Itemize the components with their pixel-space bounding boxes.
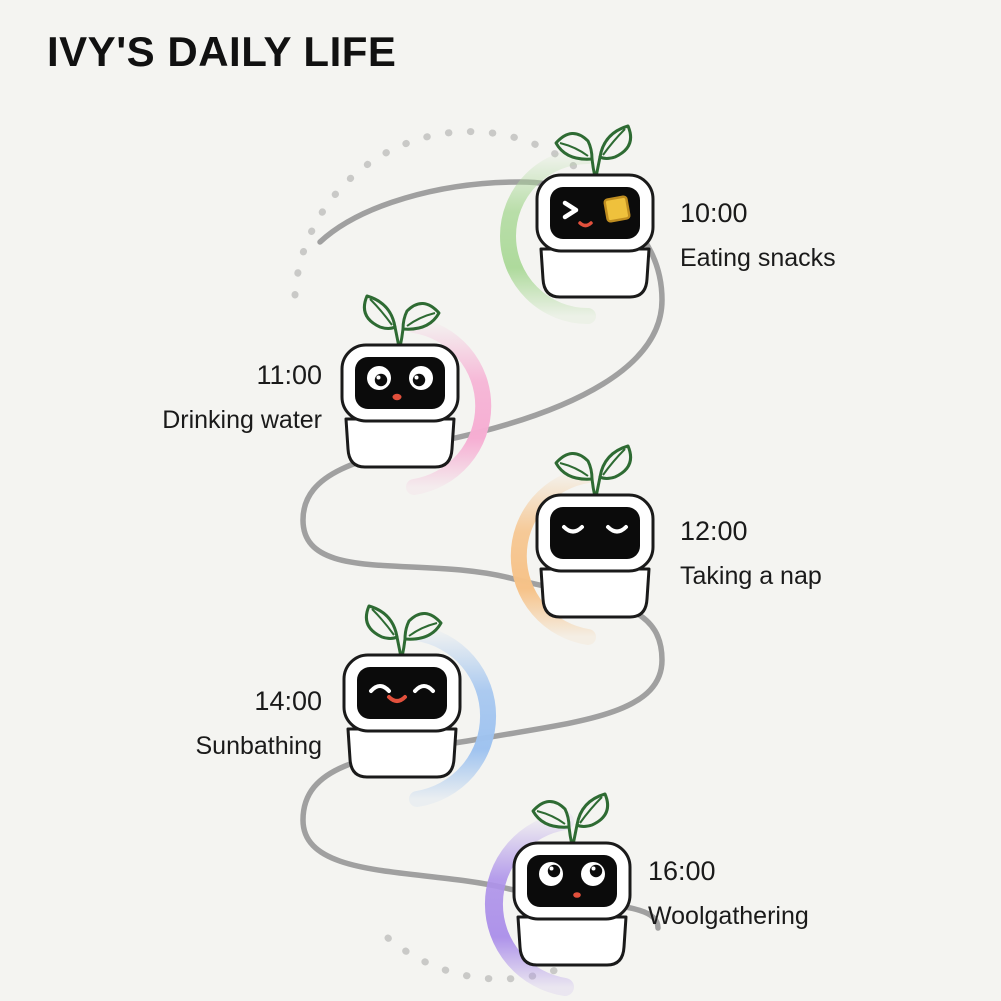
event-activity: Drinking water xyxy=(162,406,322,434)
robot-pot-body xyxy=(342,653,462,779)
robot-pot-body xyxy=(535,173,655,299)
sprout-leaves-icon xyxy=(364,604,443,659)
dotted-arc-top xyxy=(291,128,589,299)
event-label-sunbathing: 14:00 Sunbathing xyxy=(195,688,322,759)
event-time: 12:00 xyxy=(680,516,748,546)
face-winking-snack-icon xyxy=(562,195,631,228)
sprout-leaves-icon xyxy=(531,792,610,847)
event-glow-arc-pink xyxy=(406,317,492,495)
event-activity: Taking a nap xyxy=(680,562,822,590)
event-glow-arc-blue xyxy=(409,625,497,807)
event-time: 10:00 xyxy=(680,198,748,228)
ivy-robot-woolgathering xyxy=(512,792,632,967)
event-glow-arc-green xyxy=(500,148,596,324)
face-wide-eyes-icon xyxy=(367,366,433,401)
robot-pot-body xyxy=(535,493,655,619)
face-sleeping-eyes-icon xyxy=(562,525,628,534)
event-label-drinking-water: 11:00 Drinking water xyxy=(162,362,322,433)
event-label-woolgathering: 16:00 Woolgathering xyxy=(648,858,809,929)
page-title: IVY'S DAILY LIFE xyxy=(47,28,397,75)
event-time: 11:00 xyxy=(256,360,322,390)
robot-pot-body xyxy=(512,841,632,967)
event-activity: Eating snacks xyxy=(680,244,836,272)
ivy-robot-eating-snacks xyxy=(535,124,655,299)
robot-pot-body xyxy=(340,343,460,469)
face-happy-smile-icon xyxy=(369,684,435,703)
ivy-robot-drinking-water xyxy=(340,294,460,469)
event-glow-arc-orange xyxy=(510,467,596,645)
face-daydreaming-eyes-icon xyxy=(539,862,605,898)
event-label-eating-snacks: 10:00 Eating snacks xyxy=(680,200,836,271)
event-activity: Sunbathing xyxy=(195,732,322,760)
event-glow-arc-purple xyxy=(484,812,574,996)
sprout-leaves-icon xyxy=(362,294,441,349)
event-time: 14:00 xyxy=(254,686,322,716)
event-activity: Woolgathering xyxy=(648,902,809,930)
event-label-taking-nap: 12:00 Taking a nap xyxy=(680,518,822,589)
event-time: 16:00 xyxy=(648,856,716,886)
sprout-leaves-icon xyxy=(554,124,633,179)
ivy-robot-sunbathing xyxy=(342,604,462,779)
sprout-leaves-icon xyxy=(554,444,633,499)
ivy-robot-taking-nap xyxy=(535,444,655,619)
